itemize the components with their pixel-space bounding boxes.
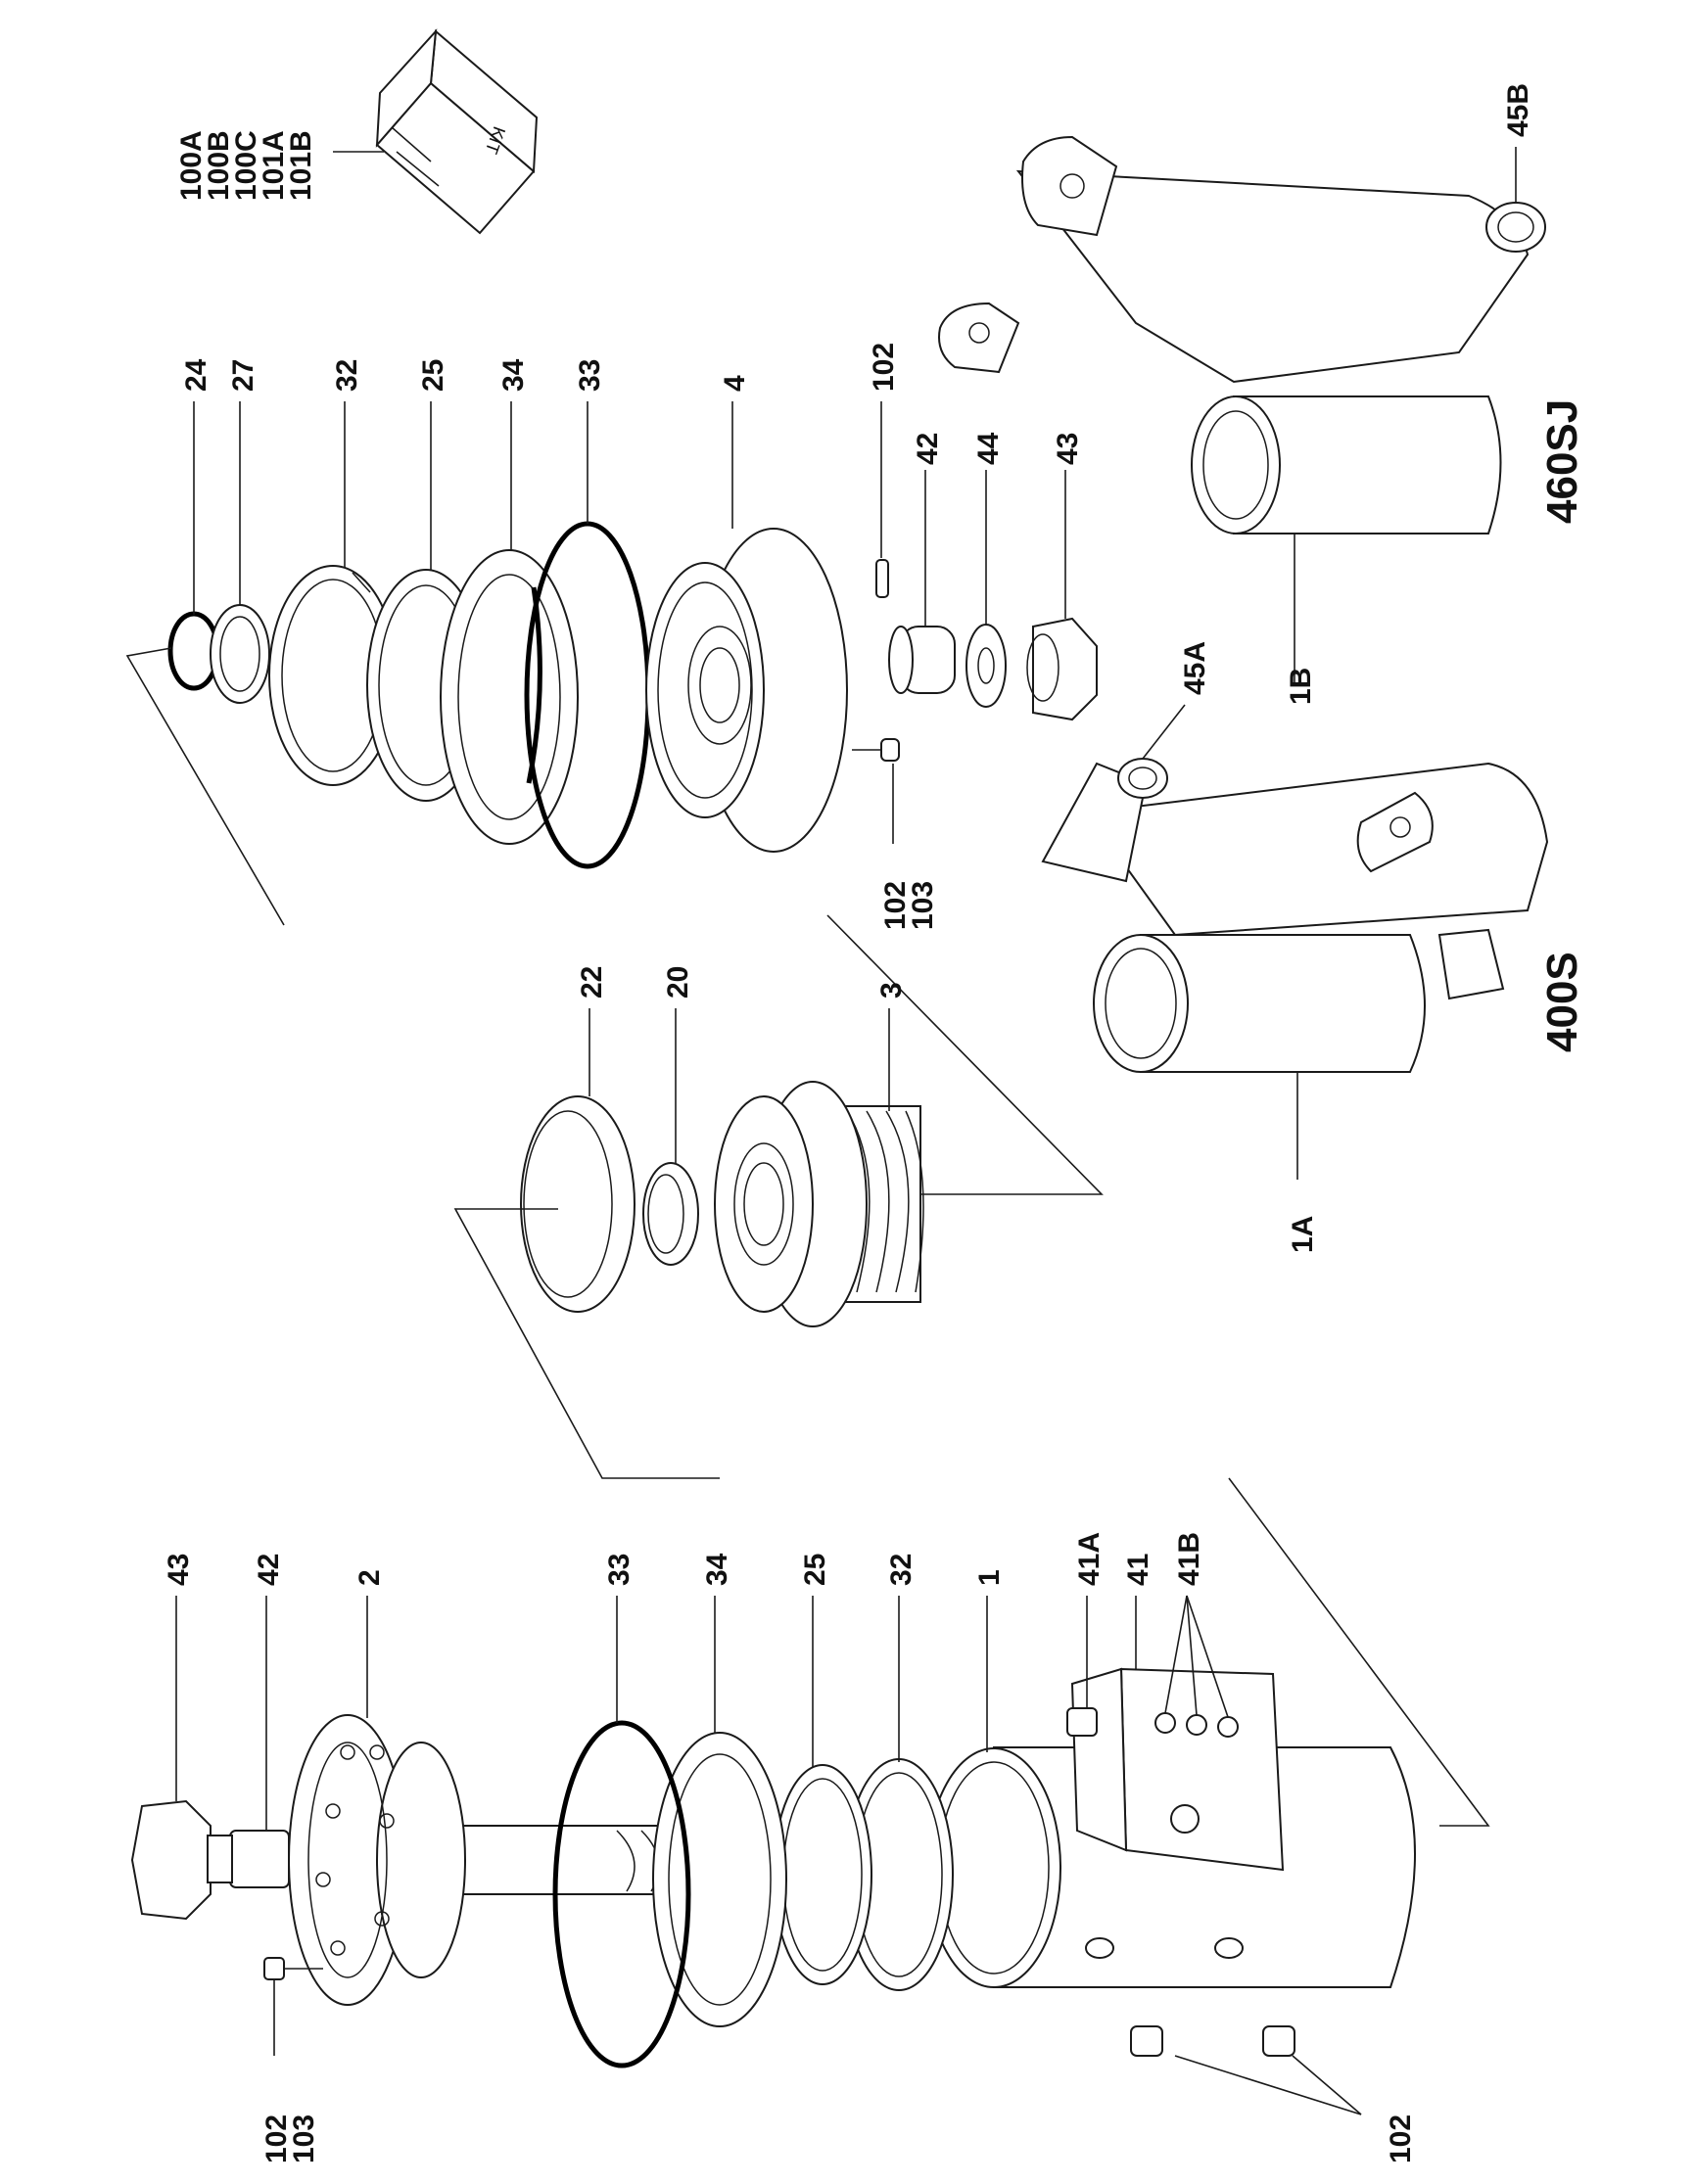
part-42-lower — [229, 1830, 290, 1888]
bracket-leaders — [1142, 147, 1517, 1180]
upper-row-labels: 24 27 32 25 34 33 4 102 42 44 43 102 103 — [180, 343, 1084, 930]
bracket-1a-400s — [1041, 758, 1549, 1073]
label-1: 1 — [973, 1569, 1006, 1586]
label-27: 27 — [227, 359, 259, 392]
label-25-upper: 25 — [417, 359, 449, 392]
part-45b-bushing — [1485, 202, 1546, 253]
label-32-upper: 32 — [331, 359, 363, 392]
label-kit-5: 101B — [285, 130, 317, 201]
label-20: 20 — [662, 966, 694, 999]
middle-row-labels: 22 20 3 — [576, 966, 908, 999]
label-kit-2: 100B — [203, 130, 235, 201]
lower-assembly — [130, 1667, 1416, 2068]
label-kit-1: 100A — [175, 130, 208, 201]
part-27-washer — [210, 604, 270, 704]
bracket-1a-ear — [1356, 791, 1434, 873]
label-kit-4: 101A — [258, 130, 290, 201]
label-102-upper: 102 — [868, 343, 900, 392]
label-kit-3: 100C — [230, 130, 262, 201]
bracket-1a-tube — [1140, 934, 1426, 1073]
part-34-lower — [652, 1732, 787, 2027]
label-43-upper: 43 — [1052, 433, 1084, 465]
label-45a: 45A — [1179, 641, 1211, 695]
label-41: 41 — [1122, 1554, 1154, 1586]
label-25-lower: 25 — [799, 1554, 831, 1586]
kit-labels: 100A 100B 100C 101A 101B — [175, 130, 317, 201]
part-45a-bushing — [1117, 758, 1168, 799]
label-2: 2 — [353, 1569, 386, 1586]
middle-row-leaders — [453, 1008, 890, 1479]
part-43-bolt-head — [130, 1799, 212, 1921]
part-41b-port-2 — [1186, 1714, 1207, 1736]
label-42-lower: 42 — [253, 1554, 285, 1586]
label-44: 44 — [972, 432, 1005, 465]
label-42-upper: 42 — [912, 433, 944, 465]
label-3: 3 — [875, 982, 908, 999]
label-103-screw-upper: 103 — [907, 881, 939, 930]
part-41b-port-3 — [1217, 1716, 1239, 1738]
bracket-1b-ear-upper — [1021, 135, 1118, 237]
part-102-103-screw-upper — [880, 738, 900, 762]
part-20-bushing — [642, 1162, 699, 1266]
part-43-nut — [1032, 617, 1098, 721]
part-25-lower — [773, 1764, 872, 1985]
label-41b: 41B — [1173, 1532, 1205, 1586]
label-34-lower: 34 — [701, 1553, 733, 1586]
bracket-1b-460sj — [938, 135, 1546, 534]
lower-row-labels: 43 42 2 33 34 25 32 1 41A 41 41B 102 103… — [163, 1532, 1417, 2163]
part-102-pin-upper — [875, 559, 889, 598]
part-102-plug-1 — [1130, 2025, 1163, 2057]
part-41-manifold — [1119, 1667, 1285, 1872]
label-33-upper: 33 — [574, 359, 606, 392]
kit-box: KIT — [375, 28, 539, 235]
part-102-103-screw-lower — [263, 1957, 285, 1980]
label-33-lower: 33 — [603, 1554, 636, 1586]
lower-row-leaders — [175, 1477, 1490, 2115]
upper-row-leaders — [125, 401, 1104, 1195]
part-44-washer — [965, 624, 1007, 708]
part-33-lower — [552, 1720, 691, 2068]
model-label-400s: 400S — [1538, 952, 1586, 1052]
bracket-labels: 1A 1B 45A 45B 400S 460SJ — [1179, 83, 1586, 1253]
label-45b: 45B — [1502, 83, 1534, 137]
label-24: 24 — [180, 358, 212, 392]
part-41a-valve — [1066, 1707, 1098, 1737]
part-34-wiper — [440, 549, 579, 845]
label-4: 4 — [719, 375, 751, 392]
label-32-lower: 32 — [885, 1554, 918, 1586]
label-102-screw-lower: 102 — [260, 2114, 293, 2163]
part-22-seal — [520, 1095, 636, 1313]
upper-seal-row — [167, 521, 1098, 869]
label-103-screw-lower: 103 — [288, 2114, 320, 2163]
label-43-lower: 43 — [163, 1554, 195, 1586]
label-34-upper: 34 — [497, 358, 530, 392]
bracket-1b-tube — [1233, 395, 1502, 534]
middle-row — [520, 1081, 924, 1327]
bracket-1b-ear-lower — [938, 302, 1020, 374]
model-label-460sj: 460SJ — [1538, 399, 1586, 524]
label-102-screw-upper: 102 — [879, 881, 912, 930]
label-102-plugs: 102 — [1385, 2114, 1417, 2163]
part-41b-port-1 — [1154, 1712, 1176, 1734]
label-1b: 1B — [1285, 668, 1317, 705]
part-102-plug-2 — [1262, 2025, 1295, 2057]
label-22: 22 — [576, 966, 608, 999]
part-4-cap-body — [645, 562, 765, 818]
label-41a: 41A — [1073, 1532, 1106, 1586]
label-1a: 1A — [1287, 1216, 1319, 1253]
